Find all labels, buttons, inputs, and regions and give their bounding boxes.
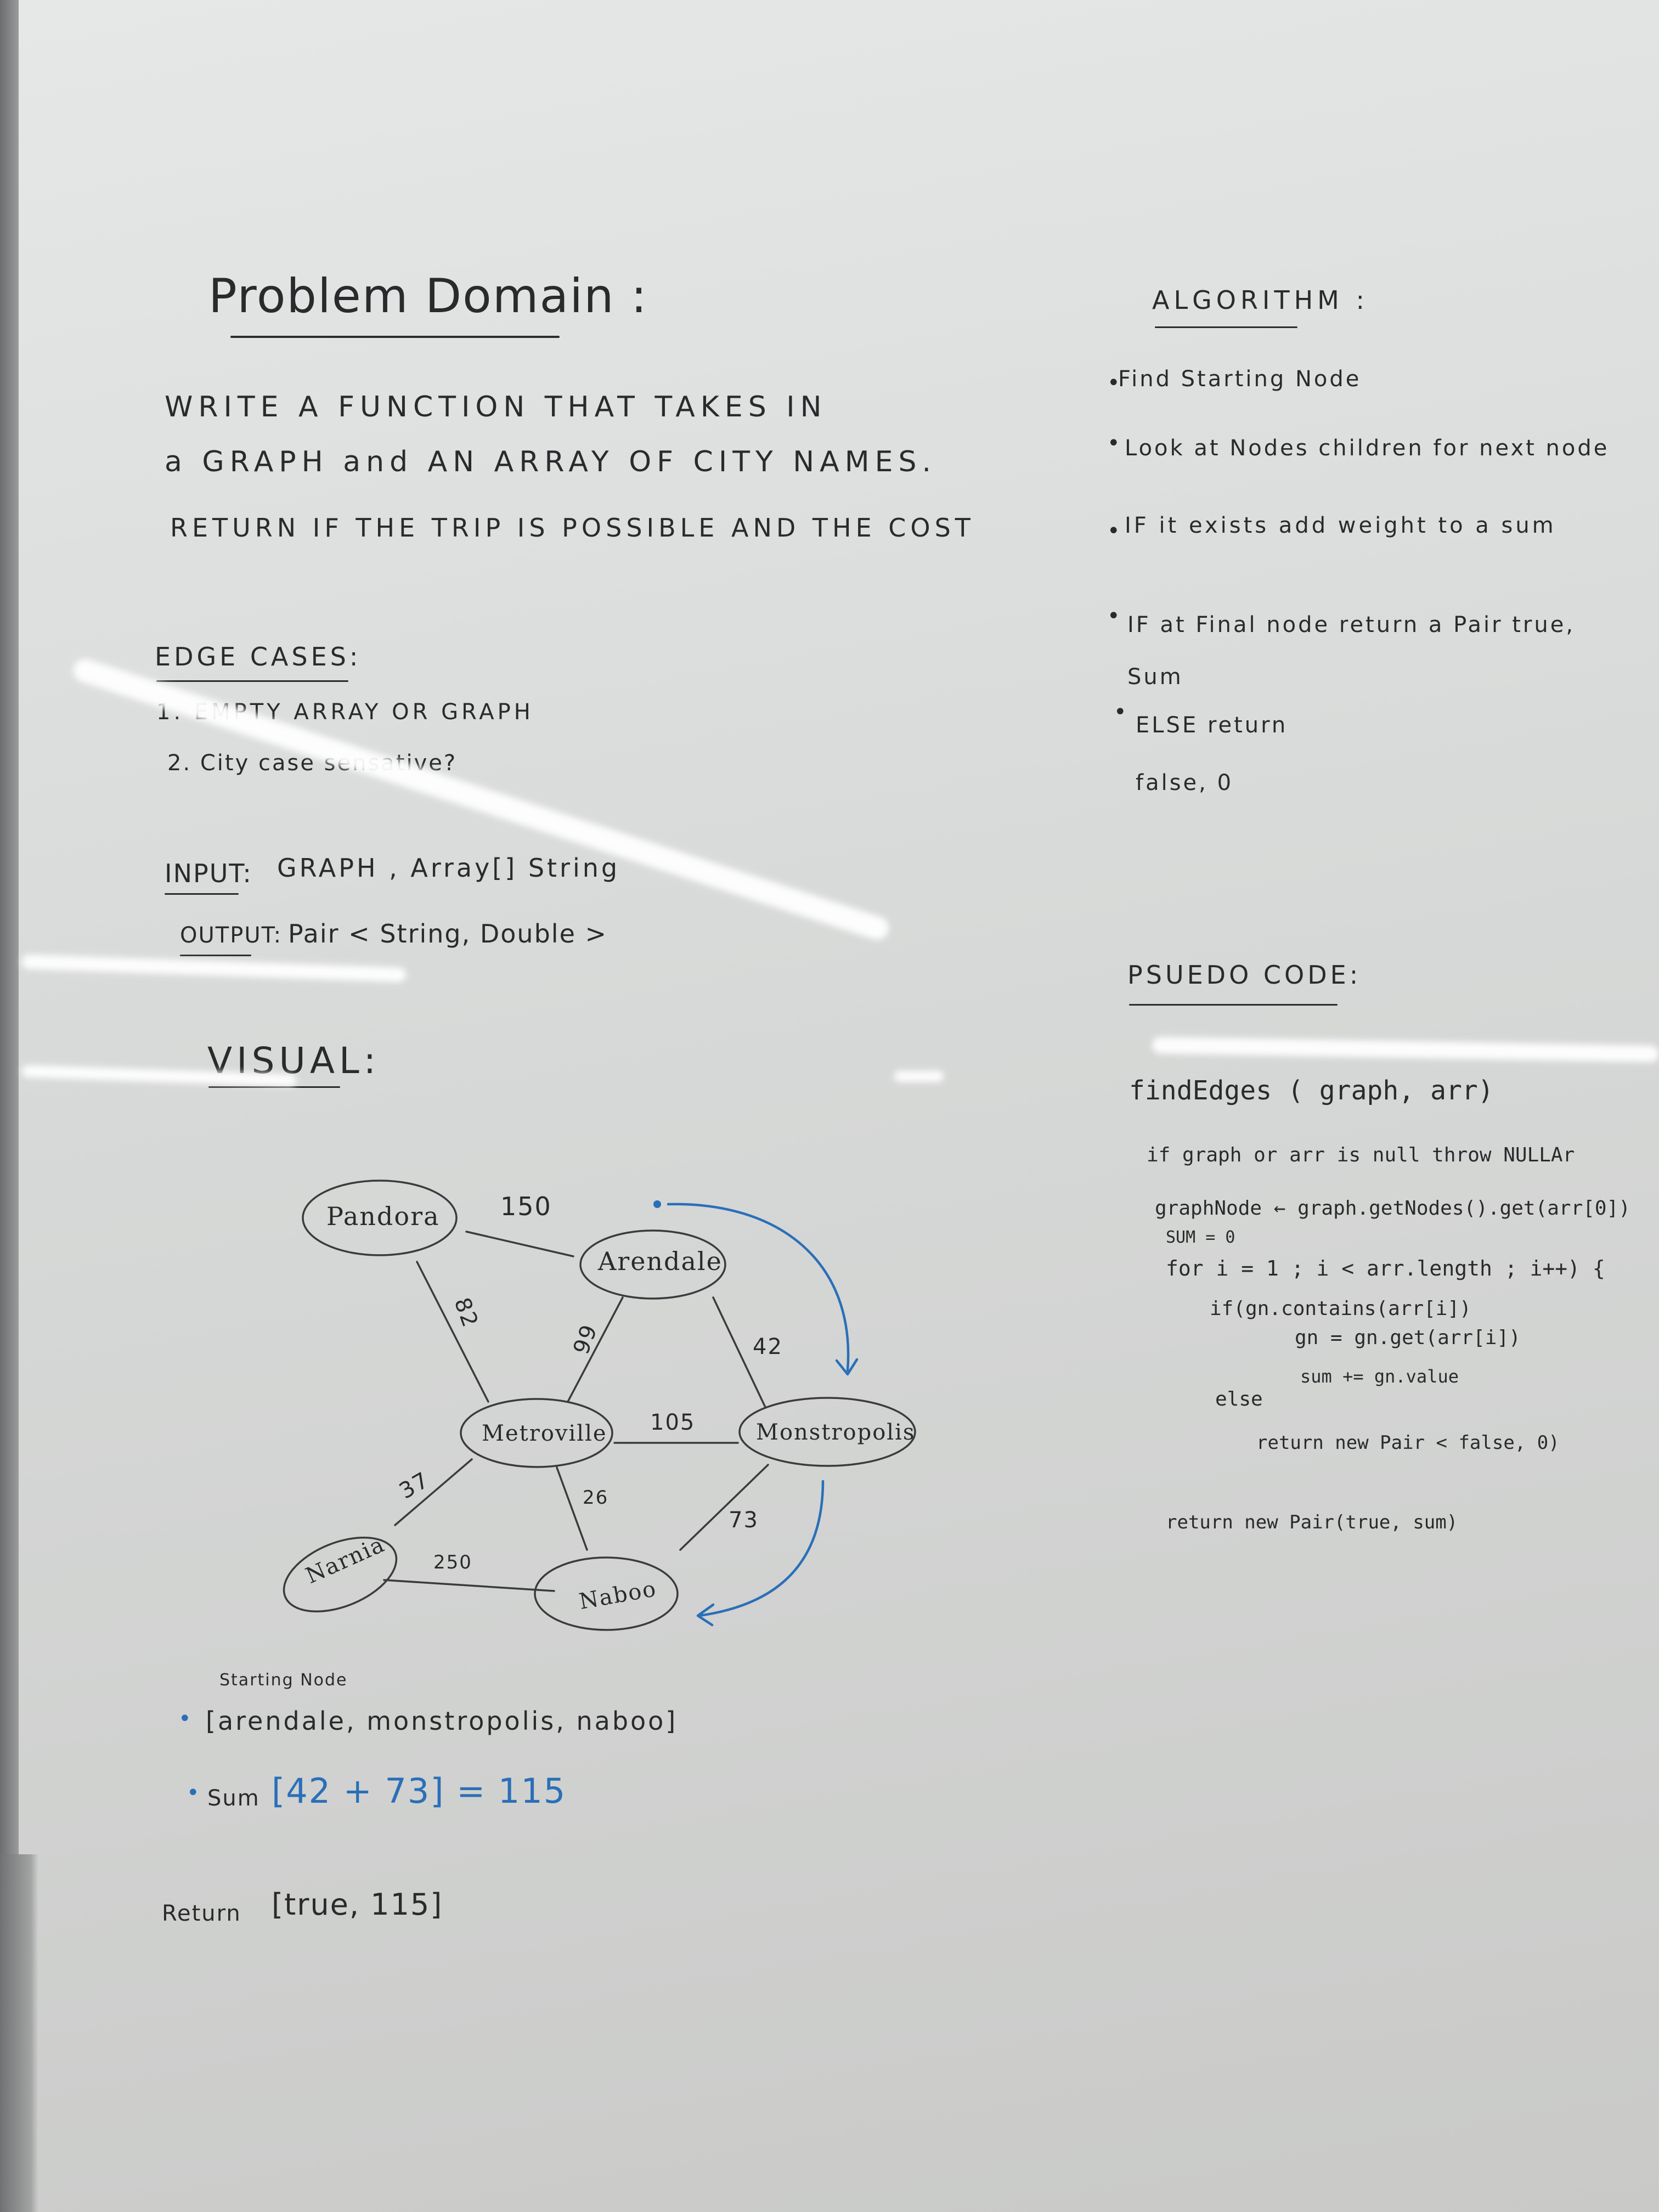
- pseudo-line-10: return new Pair < false, 0): [1256, 1432, 1560, 1454]
- node-pandora: [302, 1180, 458, 1256]
- edge-narnia-naboo: [383, 1579, 555, 1592]
- node-label-pandora: Pandora: [326, 1201, 440, 1231]
- edge-arendale-monstropolis: [712, 1296, 766, 1408]
- edge-metroville-naboo: [556, 1466, 588, 1551]
- algorithm-underline: [1155, 326, 1297, 328]
- algo-step-3: IF it exists add weight to a sum: [1125, 513, 1556, 538]
- weight-metroville-monstropolis: 105: [650, 1410, 696, 1435]
- starting-node-label: Starting Node: [219, 1671, 348, 1690]
- pseudo-underline: [1129, 1004, 1338, 1006]
- pseudo-line-5: for i = 1 ; i < arr.length ; i++) {: [1166, 1256, 1605, 1280]
- pseudo-line-6: if(gn.contains(arr[i]): [1210, 1297, 1471, 1320]
- output-label: OUTPUT:: [180, 923, 283, 948]
- edge-pandora-arendale: [465, 1231, 574, 1257]
- pseudo-line-8: sum += gn.value: [1300, 1366, 1459, 1387]
- node-narnia: [283, 1536, 398, 1613]
- problem-line-2: a GRAPH and AN ARRAY OF CITY NAMES.: [165, 445, 936, 478]
- whiteboard-frame-left: [0, 0, 19, 2212]
- algo-step-4: IF at Final node return a Pair true, Sum: [1127, 612, 1576, 690]
- input-label: INPUT:: [165, 859, 252, 888]
- arrow-head-1: [835, 1358, 859, 1376]
- pseudo-line-9: else: [1215, 1388, 1263, 1410]
- input-value: GRAPH , Array[] String: [277, 853, 620, 883]
- problem-domain-underline: [230, 336, 560, 338]
- node-arendale: [579, 1229, 726, 1300]
- sum-expression: [42 + 73] = 115: [272, 1771, 567, 1811]
- return-label: Return: [162, 1901, 241, 1926]
- node-monstropolis: [738, 1397, 916, 1467]
- edge-cases-underline: [156, 680, 348, 682]
- algo-bullet-2: •: [1107, 431, 1120, 456]
- input-underline: [165, 893, 239, 895]
- weight-narnia-naboo: 250: [433, 1551, 472, 1573]
- example-input: [arendale, monstropolis, naboo]: [206, 1706, 678, 1736]
- weight-monstropolis-naboo: 73: [729, 1508, 759, 1533]
- problem-line-1: WRITE A FUNCTION THAT TAKES IN: [165, 391, 827, 424]
- output-value: Pair < String, Double >: [288, 919, 608, 949]
- edge-pandora-metroville: [416, 1261, 489, 1403]
- problem-domain-title: Problem Domain :: [208, 269, 648, 324]
- algo-step-1: Find Starting Node: [1118, 366, 1362, 392]
- algo-bullet-5: •: [1114, 699, 1127, 725]
- sum-label: Sum: [207, 1786, 260, 1811]
- edge-cases-title: EDGE CASES:: [155, 642, 362, 672]
- problem-line-3: RETURN IF THE TRIP IS POSSIBLE AND THE C…: [170, 513, 975, 543]
- visual-underline: [208, 1086, 340, 1088]
- pseudo-line-3: graphNode ← graph.getNodes().get(arr[0]): [1155, 1197, 1630, 1220]
- algo-bullet-4: •: [1107, 603, 1120, 629]
- algo-bullet-1: •: [1107, 370, 1120, 396]
- weight-arendale-monstropolis: 42: [753, 1334, 783, 1359]
- algo-bullet-3: •: [1107, 518, 1120, 544]
- algorithm-title: ALGORITHM :: [1152, 285, 1369, 315]
- pseudo-line-1: findEdges ( graph, arr): [1129, 1075, 1494, 1106]
- node-label-arendale: Arendale: [598, 1246, 723, 1276]
- pseudo-line-4: SUM = 0: [1166, 1228, 1235, 1247]
- edge-arendale-metroville: [567, 1296, 624, 1403]
- node-metroville: [460, 1398, 613, 1468]
- pseudo-line-7: gn = gn.get(arr[i]): [1295, 1327, 1521, 1349]
- weight-pandora-arendale: 150: [500, 1192, 552, 1221]
- bullet-dot-sum: •: [187, 1780, 200, 1805]
- start-dot: [653, 1200, 661, 1208]
- output-underline: [180, 955, 251, 956]
- whiteboard-frame-corner: [0, 1854, 38, 2212]
- path-arrow-monstropolis-naboo: [698, 1480, 825, 1617]
- path-arrow-arendale-monstropolis: [667, 1203, 850, 1372]
- glare-center: [894, 1071, 944, 1082]
- node-naboo: [534, 1556, 679, 1631]
- algo-step-5: ELSE return false, 0: [1136, 713, 1288, 795]
- pseudo-line-11: return new Pair(true, sum): [1166, 1511, 1458, 1533]
- pseudo-line-2: if graph or arr is null throw NULLAr: [1147, 1144, 1575, 1166]
- bullet-dot-example: •: [178, 1706, 191, 1731]
- node-label-metroville: Metroville: [482, 1421, 607, 1446]
- node-label-monstropolis: Monstropolis: [756, 1420, 916, 1445]
- edge-monstropolis-naboo: [679, 1464, 769, 1551]
- weight-metroville-naboo: 26: [583, 1487, 609, 1509]
- return-value: [true, 115]: [272, 1887, 443, 1922]
- algo-step-2: Look at Nodes children for next node: [1125, 436, 1610, 461]
- pseudo-title: PSUEDO CODE:: [1127, 960, 1362, 990]
- edge-metroville-narnia: [394, 1458, 473, 1526]
- arrow-head-2: [696, 1603, 715, 1627]
